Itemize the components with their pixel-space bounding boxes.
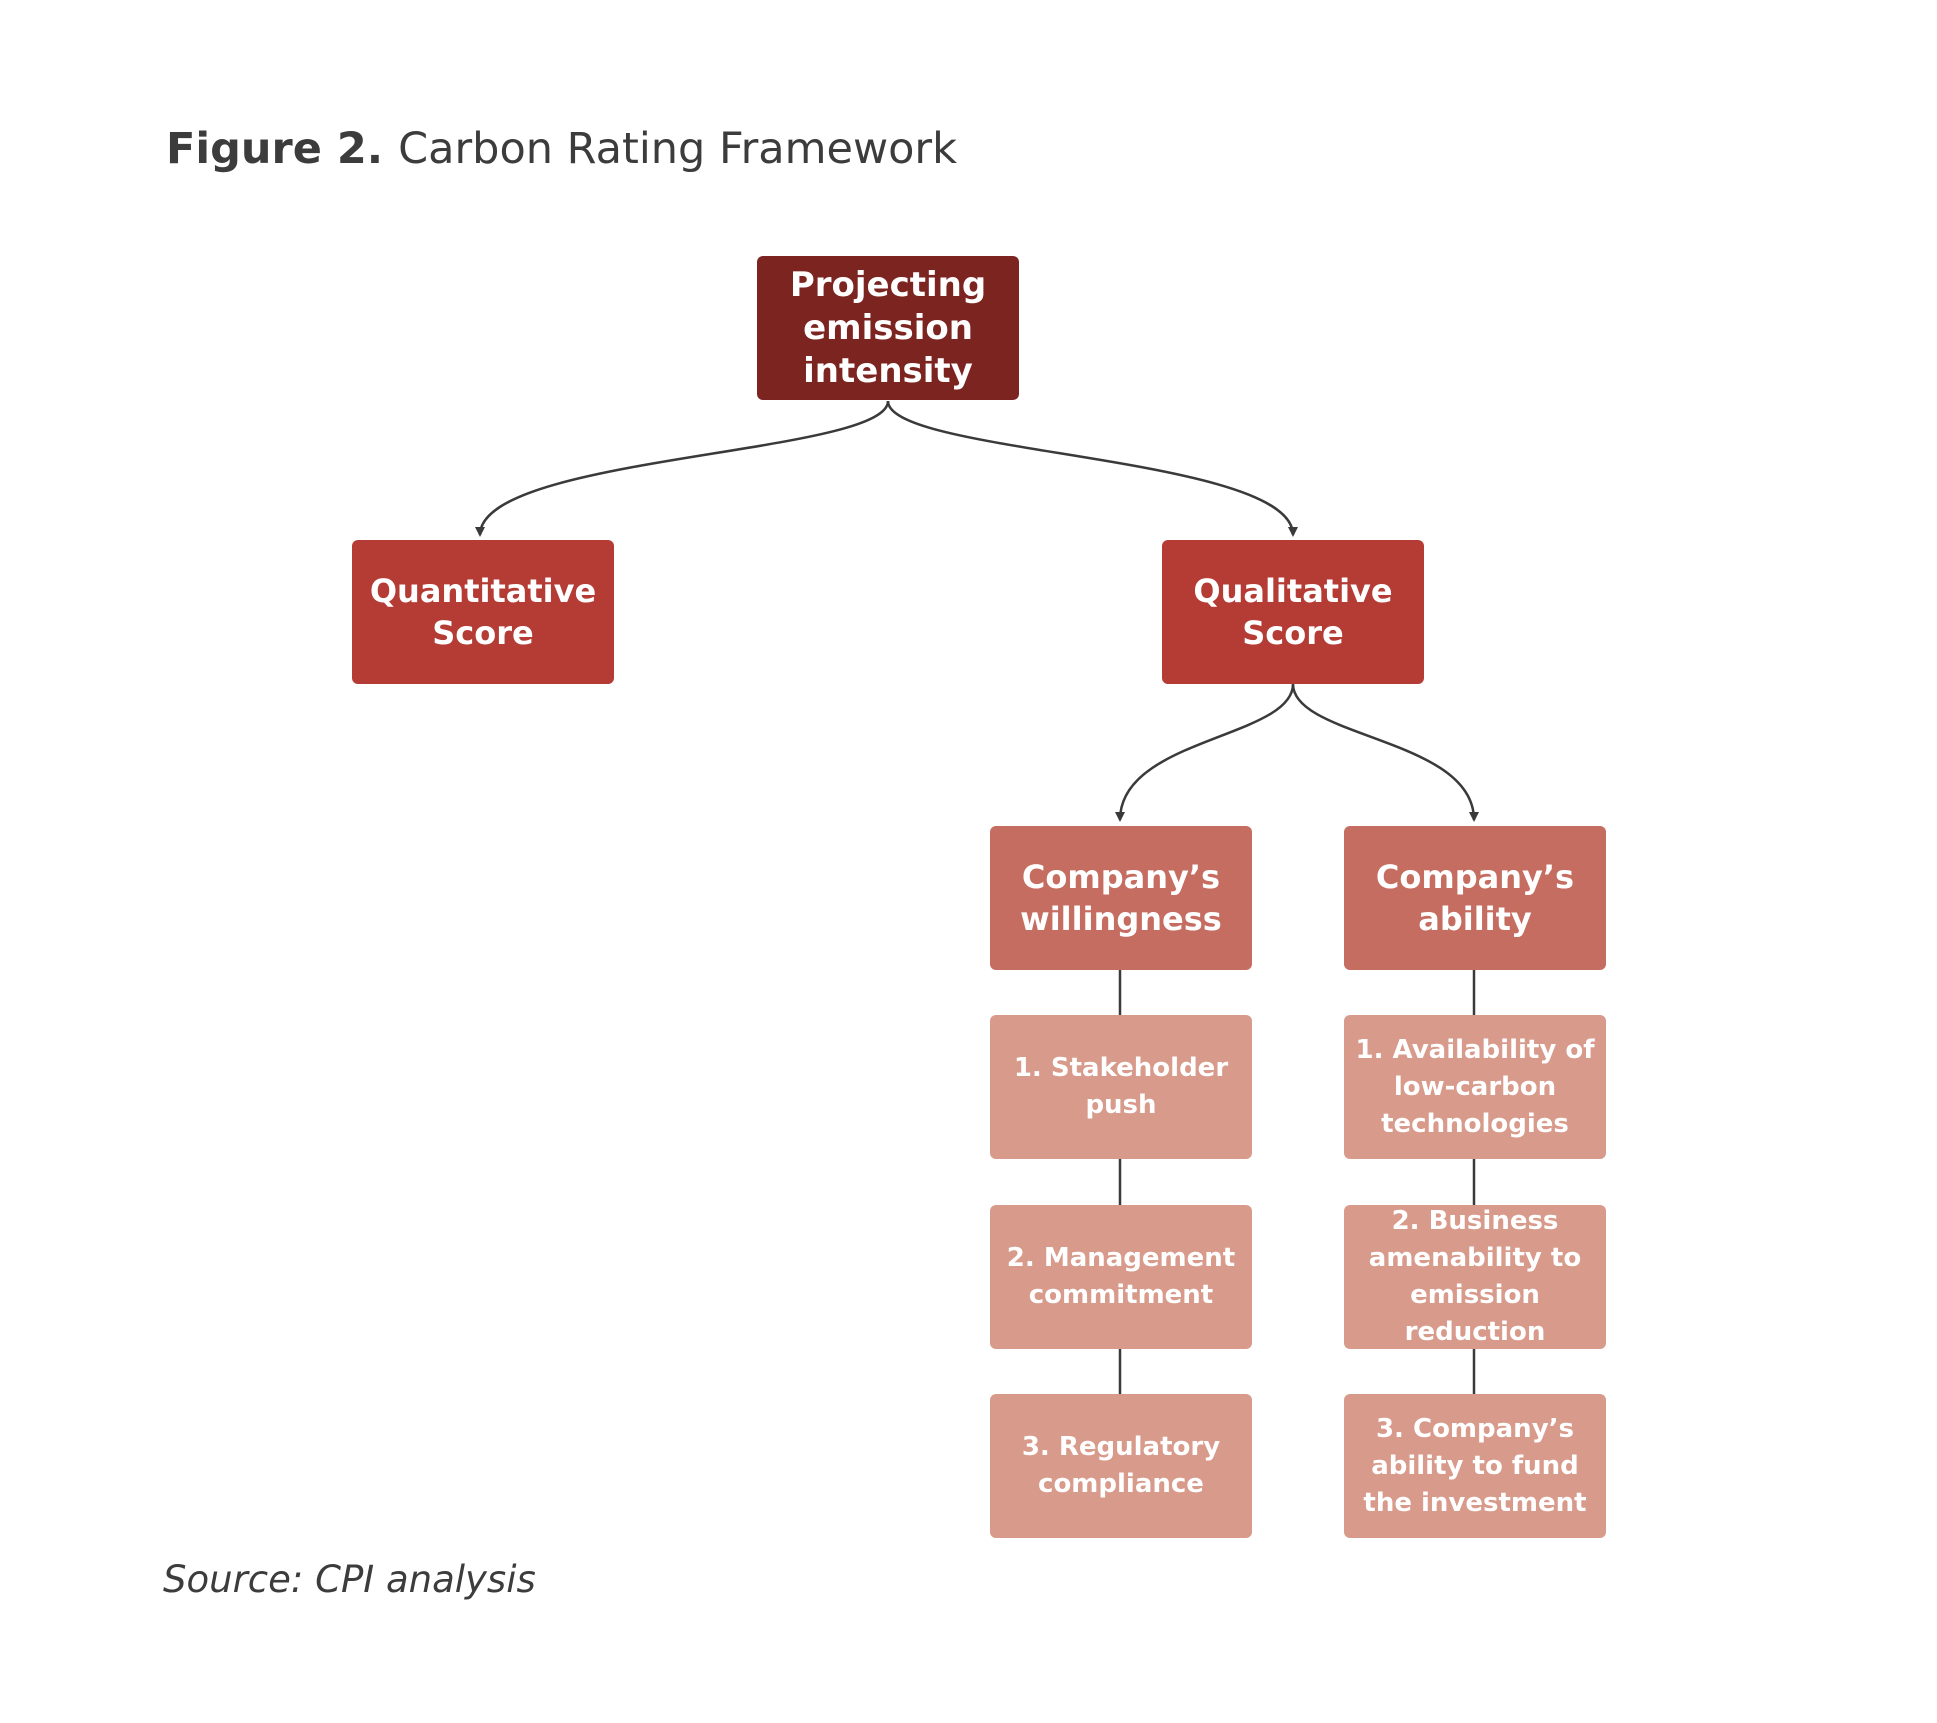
node-stakeholder-push: 1. Stakeholder push	[990, 1015, 1252, 1159]
node-regulatory-compliance: 3. Regulatory compliance	[990, 1394, 1252, 1538]
figure-name: Carbon Rating Framework	[398, 124, 958, 174]
node-business-amenability: 2. Business amenability to emission redu…	[1344, 1205, 1606, 1349]
figure-title: Figure 2. Carbon Rating Framework	[166, 124, 957, 174]
source-note: Source: CPI analysis	[163, 1558, 536, 1601]
node-company-willingness: Company’s willingness	[990, 826, 1252, 970]
node-quantitative-score: Quantitative Score	[352, 540, 614, 684]
node-management-commitment: 2. Management commitment	[990, 1205, 1252, 1349]
figure-number: Figure 2.	[166, 124, 384, 174]
node-availability-low-carbon-technologies: 1. Availability of low-carbon technologi…	[1344, 1015, 1606, 1159]
node-qualitative-score: Qualitative Score	[1162, 540, 1424, 684]
arrow-qualitative-to-ability	[1291, 683, 1479, 822]
node-ability-to-fund-investment: 3. Company’s ability to fund the investm…	[1344, 1394, 1606, 1538]
arrow-qualitative-to-willingness	[1115, 683, 1295, 822]
node-projecting-emission-intensity: Projecting emission intensity	[757, 256, 1019, 400]
arrow-root-to-quantitative	[475, 400, 890, 537]
arrow-root-to-qualitative	[886, 400, 1298, 537]
node-company-ability: Company’s ability	[1344, 826, 1606, 970]
